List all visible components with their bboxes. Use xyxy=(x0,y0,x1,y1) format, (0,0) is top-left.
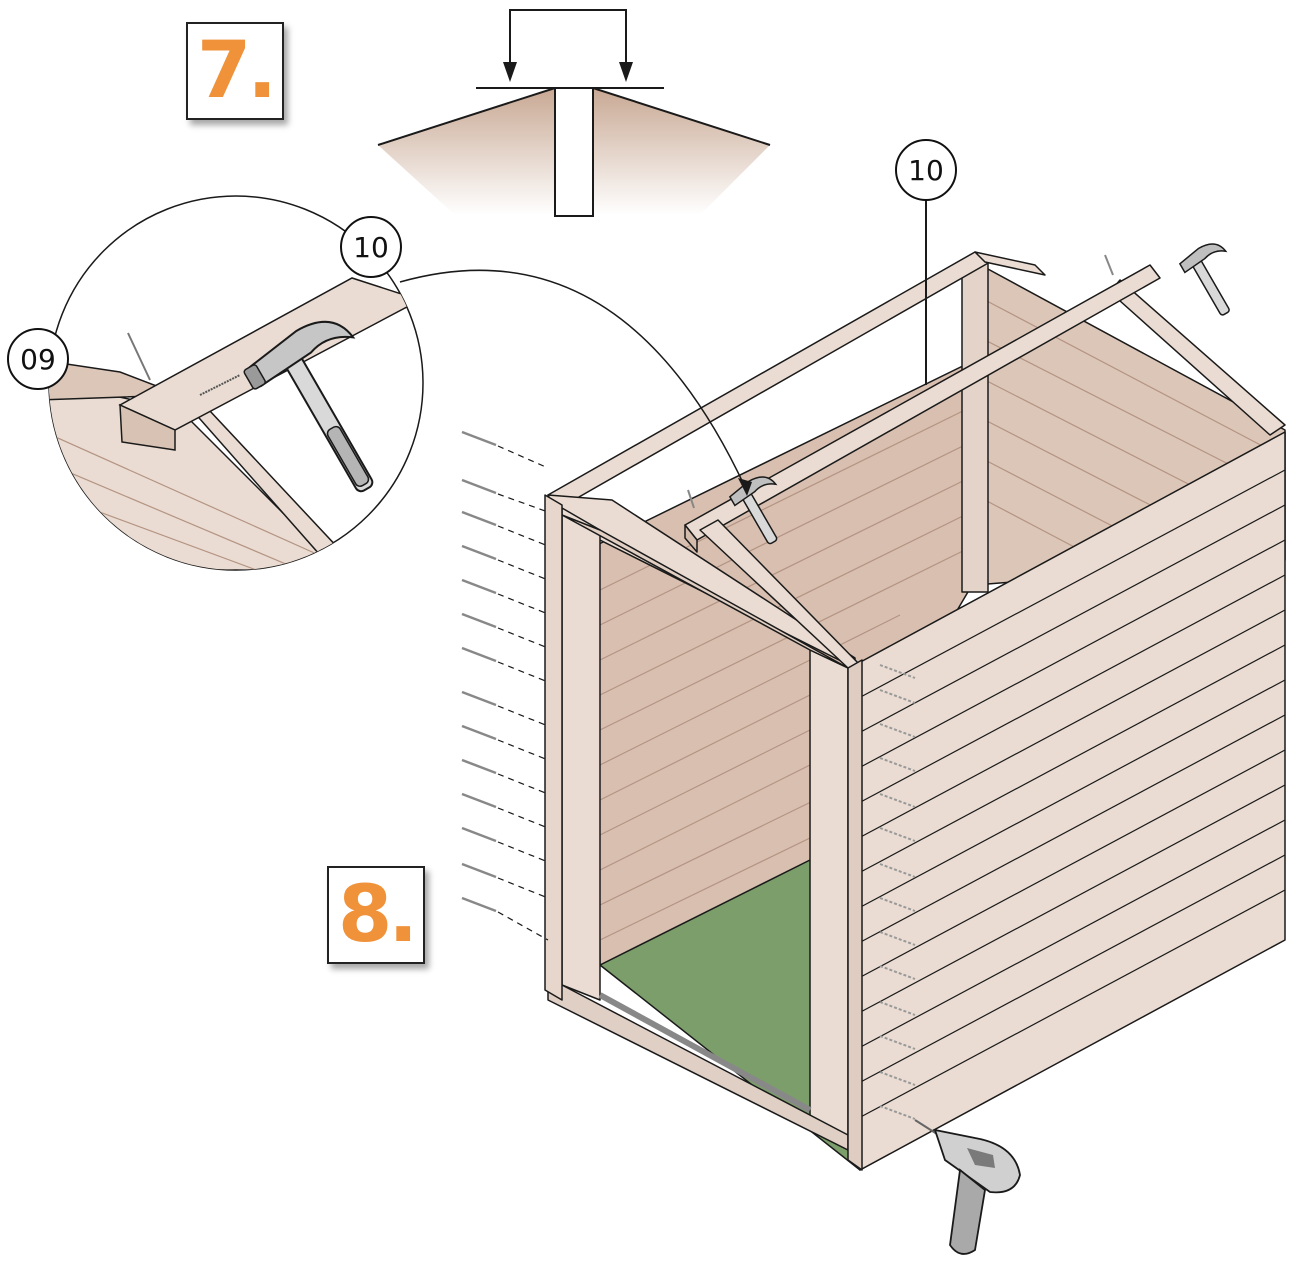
screw-icon xyxy=(879,897,916,912)
screw-icon xyxy=(879,664,916,679)
screw-icon xyxy=(879,965,916,980)
hammer-icon xyxy=(728,476,778,545)
screw-icon xyxy=(461,612,497,629)
nail-icon xyxy=(127,332,151,381)
callout-10-main: 10 xyxy=(895,139,957,201)
arrow-head xyxy=(738,478,752,496)
screw-icon xyxy=(461,478,497,495)
screw-icon xyxy=(879,793,916,808)
nail-icon xyxy=(199,374,241,396)
press-bracket xyxy=(509,9,627,62)
step-8-label: 8. xyxy=(327,866,425,964)
screw-icon xyxy=(879,863,916,878)
hammer-icon xyxy=(1178,243,1230,316)
screw-icon xyxy=(461,690,497,707)
left-edge-board xyxy=(544,494,563,1001)
threshold-rail xyxy=(598,992,812,1113)
ridge-beam-end xyxy=(684,524,698,553)
arrow-down-icon xyxy=(503,62,517,82)
screw-icon xyxy=(461,896,497,913)
ridge-post xyxy=(554,87,594,217)
screw-icon xyxy=(461,724,497,741)
shed-assembly xyxy=(544,251,1286,1171)
ridge-press-diagram xyxy=(377,9,771,217)
side-wall-board-lines xyxy=(854,469,1286,1121)
screw-icon xyxy=(461,792,497,809)
screw-icon xyxy=(879,1035,916,1050)
screw-icon xyxy=(461,578,497,595)
detail-view xyxy=(48,195,424,571)
front-post-left xyxy=(561,507,601,1001)
callout-10-detail: 10 xyxy=(340,216,402,278)
screw-icon xyxy=(461,826,497,843)
screw-icon xyxy=(879,1001,916,1016)
arrow-down-icon xyxy=(619,62,633,82)
side-screws xyxy=(879,664,916,1120)
screw-icon xyxy=(461,862,497,879)
nail-icon xyxy=(1104,254,1114,276)
screw-icon xyxy=(879,689,916,704)
left-screws xyxy=(461,430,549,941)
screw-icon xyxy=(879,723,916,738)
hammer-icon xyxy=(243,320,374,493)
detail-leader xyxy=(399,269,746,488)
side-wall-corner-post xyxy=(847,659,863,1171)
screw-icon xyxy=(461,758,497,775)
screw-icon xyxy=(879,757,916,772)
screw-icon xyxy=(461,544,497,561)
callout-09-detail: 09 xyxy=(7,328,69,390)
back-rafter-left xyxy=(974,251,1046,276)
detail-ridge-end xyxy=(119,403,176,451)
back-post xyxy=(961,261,989,593)
screw-icon xyxy=(461,430,497,447)
screw-icon xyxy=(879,1071,916,1086)
screw-icon xyxy=(879,827,916,842)
screw-icon xyxy=(461,646,497,663)
step-7-label: 7. xyxy=(186,22,284,120)
screw-icon xyxy=(879,931,916,946)
screw-icon xyxy=(461,510,497,527)
nail-icon xyxy=(687,489,695,509)
front-post-right xyxy=(809,649,849,1151)
screw-icon xyxy=(879,1105,916,1120)
drill-icon xyxy=(914,1119,1021,1255)
